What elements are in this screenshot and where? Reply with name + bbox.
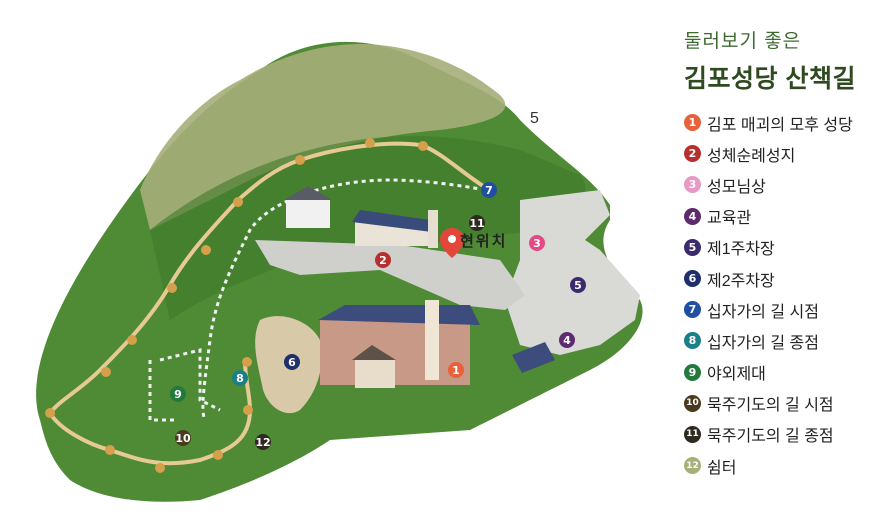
legend: 둘러보기 좋은 김포성당 산책길 1 김포 매괴의 모후 성당 2 성체순례성지 3 성모… <box>680 26 880 481</box>
legend-item-label: 십자가의 길 종점 <box>707 334 819 352</box>
marker-8: 8 <box>232 370 248 386</box>
location-pin-icon <box>440 228 464 258</box>
legend-item-label: 십자가의 길 시점 <box>707 303 819 321</box>
legend-item: 3 성모님상 <box>680 169 880 200</box>
legend-item: 6 제2주차장 <box>680 263 880 294</box>
marker-5: 5 <box>570 277 586 293</box>
legend-number-badge: 1 <box>684 114 701 132</box>
legend-number-badge: 11 <box>684 425 701 443</box>
legend-number-badge: 9 <box>684 363 701 381</box>
legend-number-badge: 6 <box>684 270 701 288</box>
parking-lot-area <box>505 190 640 355</box>
current-location-label: 현위치 <box>460 233 508 250</box>
legend-number-badge: 7 <box>684 301 701 319</box>
trail-markers <box>45 138 428 473</box>
svg-text:10: 10 <box>175 432 191 445</box>
legend-item: 4 교육관 <box>680 201 880 232</box>
legend-item-label: 제2주차장 <box>707 272 775 290</box>
svg-text:11: 11 <box>469 217 484 230</box>
marker-4: 4 <box>559 332 575 348</box>
rosary-path <box>148 178 486 422</box>
legend-item: 12 쉼터 <box>680 450 880 481</box>
small-hall-building <box>512 342 555 373</box>
cathedral-building <box>318 300 480 388</box>
legend-item-label: 묵주기도의 길 종점 <box>707 428 834 446</box>
svg-text:5: 5 <box>574 279 582 292</box>
legend-number-badge: 10 <box>684 394 701 412</box>
svg-text:6: 6 <box>288 356 296 369</box>
legend-number-badge: 8 <box>684 332 701 350</box>
svg-text:4: 4 <box>563 334 571 347</box>
legend-item: 8 십자가의 길 종점 <box>680 325 880 356</box>
marker-3: 3 <box>529 235 545 251</box>
legend-item: 10 묵주기도의 길 시점 <box>680 388 880 419</box>
svg-text:7: 7 <box>485 184 493 197</box>
svg-text:2: 2 <box>379 254 387 267</box>
legend-item-label: 성체순례성지 <box>707 147 796 165</box>
marker-12: 12 <box>255 434 271 450</box>
education-hall-building <box>284 186 332 228</box>
legend-number-badge: 5 <box>684 238 701 256</box>
legend-item: 9 야외제대 <box>680 357 880 388</box>
svg-text:1: 1 <box>452 364 460 377</box>
marker-10: 10 <box>175 430 191 446</box>
legend-item-label: 김포 매괴의 모후 성당 <box>707 116 853 134</box>
pilgrimage-site-building <box>352 210 438 248</box>
legend-list: 1 김포 매괴의 모후 성당 2 성체순례성지 3 성모님상 4 교육관 5 제1주차장 6 제2주차… <box>680 107 880 481</box>
marker-6: 6 <box>284 354 300 370</box>
svg-text:3: 3 <box>533 237 541 250</box>
legend-item: 11 묵주기도의 길 종점 <box>680 419 880 450</box>
legend-item: 1 김포 매괴의 모후 성당 <box>680 107 880 138</box>
legend-item-label: 성모님상 <box>707 178 766 196</box>
legend-subtitle: 둘러보기 좋은 <box>684 31 802 52</box>
marker-2: 2 <box>375 252 391 268</box>
legend-number-badge: 2 <box>684 145 701 163</box>
marker-7: 7 <box>481 182 497 198</box>
legend-number-badge: 4 <box>684 207 701 225</box>
legend-item: 2 성체순례성지 <box>680 138 880 169</box>
svg-text:12: 12 <box>255 436 270 449</box>
svg-text:8: 8 <box>236 372 244 385</box>
marker-11: 11 <box>469 215 485 231</box>
legend-number-badge: 12 <box>684 457 701 475</box>
legend-item: 7 십자가의 길 시점 <box>680 294 880 325</box>
legend-title: 김포성당 산책길 <box>684 65 856 93</box>
map-corner-label: 5 <box>530 110 539 127</box>
marker-1: 1 <box>448 362 464 378</box>
svg-text:9: 9 <box>174 388 182 401</box>
legend-item: 5 제1주차장 <box>680 232 880 263</box>
legend-item-label: 제1주차장 <box>707 241 775 259</box>
legend-item-label: 묵주기도의 길 시점 <box>707 397 834 415</box>
legend-number-badge: 3 <box>684 176 701 194</box>
legend-item-label: 쉼터 <box>707 459 737 477</box>
walking-trail <box>47 141 491 466</box>
marker-9: 9 <box>170 386 186 402</box>
legend-item-label: 야외제대 <box>707 366 766 384</box>
legend-item-label: 교육관 <box>707 210 752 228</box>
